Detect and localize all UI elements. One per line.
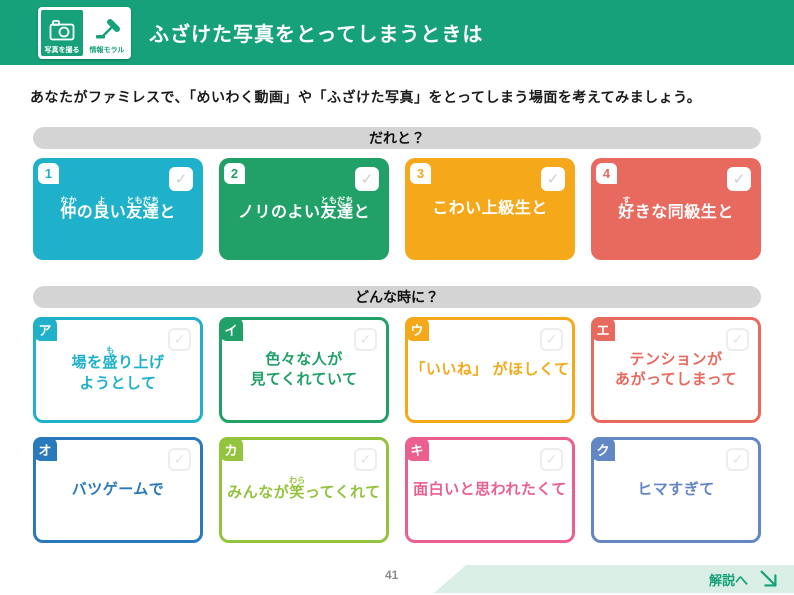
lesson-badges: 写真を撮る 情報モラル (38, 6, 131, 59)
card-text: 仲なかの良よい友達ともだちと (60, 195, 176, 221)
when-card[interactable]: ウ ✓ 「いいね」 がほしくて (405, 317, 575, 423)
intro-text: あなたがファミレスで、「めいわく動画」や「ふざけた写真」をとってしまう場面を考え… (30, 89, 702, 105)
arrow-down-right-icon (758, 568, 780, 590)
card-text: テンションがあがってしまって (615, 350, 737, 388)
when-card[interactable]: オ ✓ バツゲームで (33, 437, 203, 543)
when-card[interactable]: キ ✓ 面白いと思われたくて (405, 437, 575, 543)
when-card[interactable]: カ ✓ みんなが笑わらってくれて (219, 437, 389, 543)
card-number-badge: 3 (410, 163, 431, 184)
badge-moral-label: 情報モラル (89, 46, 125, 54)
card-letter-badge: オ (33, 437, 57, 461)
header-bar: 写真を撮る 情報モラル ふざけた写真をとってしまうときは (0, 0, 794, 65)
page-title: ふざけた写真をとってしまうときは (149, 24, 484, 46)
card-checkbox[interactable]: ✓ (726, 448, 749, 471)
footer: 41 解説へ (0, 560, 794, 595)
card-number-badge: 1 (38, 163, 59, 184)
card-text: ヒマすぎて (637, 480, 715, 498)
card-text: 「いいね」 がほしくて (410, 360, 570, 378)
card-letter-badge: カ (219, 437, 243, 461)
section-label-who: だれと？ (33, 127, 761, 149)
who-card[interactable]: 2 ✓ ノリのよい友達ともだちと (219, 158, 389, 260)
explanation-link[interactable]: 解説へ (434, 565, 794, 593)
who-card[interactable]: 1 ✓ 仲なかの良よい友達ともだちと (33, 158, 203, 260)
when-card[interactable]: イ ✓ 色々な人が見てくれていて (219, 317, 389, 423)
card-checkbox[interactable]: ✓ (540, 448, 563, 471)
card-checkbox[interactable]: ✓ (169, 167, 193, 191)
card-text: 場を盛もり上げようとして (71, 346, 165, 392)
page-number: 41 (385, 568, 399, 582)
card-letter-badge: ウ (405, 317, 429, 341)
section-label-when: どんな時に？ (33, 286, 761, 308)
when-card-grid: ア ✓ 場を盛もり上げようとして イ ✓ 色々な人が見てくれていて ウ ✓ 「い… (33, 317, 761, 543)
card-checkbox[interactable]: ✓ (168, 328, 191, 351)
card-checkbox[interactable]: ✓ (726, 328, 749, 351)
card-checkbox[interactable]: ✓ (355, 167, 379, 191)
card-checkbox[interactable]: ✓ (541, 167, 565, 191)
when-card[interactable]: ア ✓ 場を盛もり上げようとして (33, 317, 203, 423)
card-text: 面白いと思われたくて (413, 480, 567, 498)
who-card[interactable]: 3 ✓ こわい上級生と (405, 158, 575, 260)
card-checkbox[interactable]: ✓ (168, 448, 191, 471)
when-card[interactable]: エ ✓ テンションがあがってしまって (591, 317, 761, 423)
camera-icon (49, 19, 75, 46)
card-text: こわい上級生と (432, 200, 548, 217)
card-text: ノリのよい友達ともだちと (237, 195, 371, 221)
card-letter-badge: イ (219, 317, 243, 341)
badge-camera: 写真を撮る (41, 9, 83, 56)
who-card[interactable]: 4 ✓ 好すきな同級生と (591, 158, 761, 260)
card-text: バツゲームで (71, 480, 165, 498)
card-number-badge: 4 (596, 163, 617, 184)
card-checkbox[interactable]: ✓ (540, 328, 563, 351)
when-card[interactable]: ク ✓ ヒマすぎて (591, 437, 761, 543)
who-card-grid: 1 ✓ 仲なかの良よい友達ともだちと 2 ✓ ノリのよい友達ともだちと 3 ✓ … (33, 158, 761, 260)
card-text: 好すきな同級生と (618, 195, 734, 221)
badge-moral: 情報モラル (86, 9, 128, 56)
card-text: みんなが笑わらってくれて (227, 476, 381, 502)
card-checkbox[interactable]: ✓ (354, 328, 377, 351)
card-letter-badge: エ (591, 317, 615, 341)
card-checkbox[interactable]: ✓ (727, 167, 751, 191)
card-checkbox[interactable]: ✓ (354, 448, 377, 471)
card-number-badge: 2 (224, 163, 245, 184)
explanation-link-label: 解説へ (708, 572, 748, 588)
card-text: 色々な人が見てくれていて (250, 350, 358, 388)
card-letter-badge: キ (405, 437, 429, 461)
gavel-icon (94, 18, 120, 46)
badge-camera-label: 写真を撮る (44, 46, 80, 54)
card-letter-badge: ク (591, 437, 615, 461)
card-letter-badge: ア (33, 317, 57, 341)
